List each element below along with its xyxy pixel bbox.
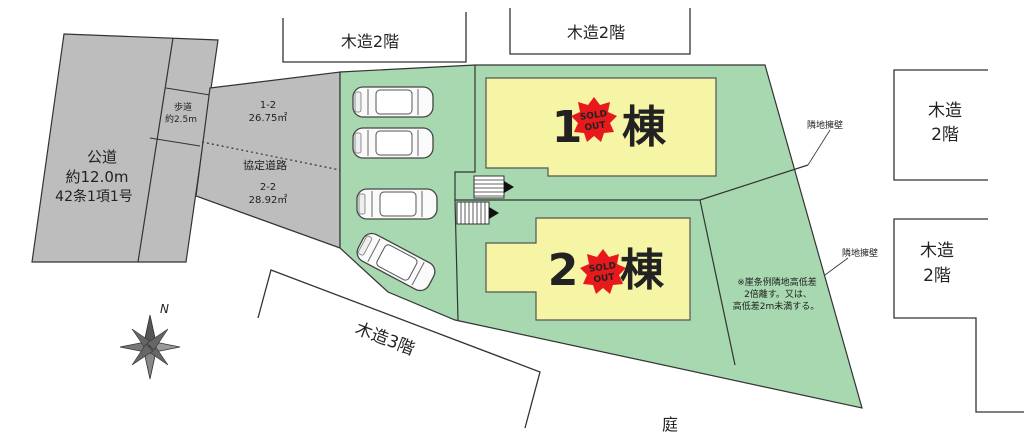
car-parking-3 [356, 188, 438, 220]
sold-out-badge-2: SOLD OUT [580, 249, 626, 294]
neighbor-right-bottom-outline [893, 218, 1024, 413]
lot-line-lower [454, 199, 459, 321]
lot-2-2-id: 2-2 [260, 182, 276, 193]
building-2-suffix: 棟 [620, 245, 665, 296]
neighbor-bottom-left-label: 木造3階 [352, 319, 417, 360]
sidewalk-title: 歩道 [174, 101, 192, 113]
neighbor-right-bottom-line2: 2階 [923, 266, 951, 286]
neighbor-right-top-line2: 2階 [931, 125, 959, 145]
car-parking-1 [352, 86, 434, 118]
sold-out-2-line1: SOLD [588, 261, 616, 275]
neighbor-top-left-label: 木造2階 [341, 32, 399, 51]
sidewalk-width: 約2.5m [165, 113, 197, 125]
sold-out-1-line1: SOLD [579, 109, 607, 123]
retaining-wall-lower-label: 隣地擁壁 [842, 247, 878, 259]
cliff-ordinance-note-line2: 2倍離す。又は、 [744, 288, 812, 300]
neighbor-right-top-outline [893, 69, 988, 181]
cliff-ordinance-note-line1: ※崖条例隣地高低差 [737, 276, 817, 288]
neighbor-top-right-outline [509, 8, 691, 55]
car-parking-2 [352, 127, 434, 159]
lot-1-2-area: 26.75㎡ [249, 112, 288, 124]
compass-icon: N [119, 302, 181, 380]
cliff-ordinance-note-line3: 高低差2m未満する。 [733, 300, 820, 312]
sold-out-2-line2: OUT [593, 272, 616, 285]
public-road-title: 公道 [87, 148, 117, 166]
svg-text:N: N [160, 302, 169, 316]
wall-leader-upper [807, 129, 831, 166]
public-road [31, 33, 219, 263]
lot-2-2-area: 28.92㎡ [249, 194, 288, 206]
neighbor-right-top-line1: 木造 [928, 101, 962, 121]
road-crossline-1 [165, 87, 211, 96]
sold-out-1-line2: OUT [584, 120, 607, 133]
sold-out-badge-1: SOLD OUT [571, 97, 617, 142]
neighbor-bottom-label: 庭 [662, 415, 678, 434]
lot-1-2-id: 1-2 [260, 100, 276, 111]
stairs-upper [473, 175, 514, 199]
public-road-article: 42条1項1号 [55, 188, 133, 205]
lot-line-mid [699, 199, 736, 366]
wall-leader-lower [824, 257, 849, 276]
road-crossline-2 [149, 137, 201, 147]
stairs-lower [456, 201, 499, 225]
neighbor-bottom-left-outline [257, 269, 541, 429]
building-1-suffix: 棟 [622, 102, 667, 153]
building-2-prefix: 2 [548, 245, 579, 296]
agreement-road-divider [201, 141, 341, 171]
sidewalk-edge [137, 37, 174, 263]
agreement-road-label: 協定道路 [243, 158, 287, 172]
public-road-width: 約12.0m [65, 168, 128, 186]
neighbor-top-left-outline [282, 12, 467, 63]
retaining-wall-upper-label: 隣地擁壁 [807, 119, 843, 131]
lot-line-upper [454, 65, 809, 201]
neighbor-top-right-label: 木造2階 [567, 23, 625, 42]
neighbor-right-bottom-line1: 木造 [920, 241, 954, 261]
